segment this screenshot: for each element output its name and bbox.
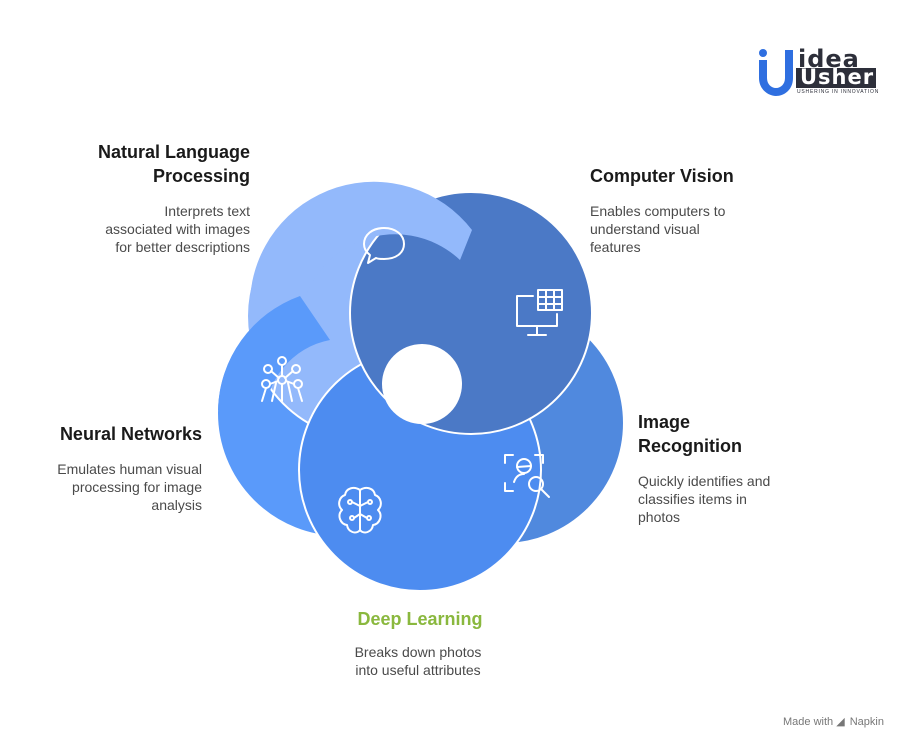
cv-title: Computer Vision: [590, 164, 810, 188]
nlp-desc-line: for better descriptions: [115, 239, 250, 255]
image-scan-icon: [504, 454, 550, 498]
ir-desc-line: Quickly identifies and: [638, 473, 771, 489]
brain-circuit-icon: [338, 486, 382, 534]
logo-word-usher: Usher: [800, 65, 875, 89]
cv-description: Enables computers to understand visual f…: [590, 202, 790, 256]
nn-title: Neural Networks: [0, 422, 202, 446]
cv-title-line1: Computer Vision: [590, 166, 734, 186]
nn-desc-line: processing for image: [72, 479, 202, 495]
ir-description: Quickly identifies and classifies items …: [638, 472, 838, 526]
nlp-title: Natural Language Processing: [40, 140, 250, 188]
dl-desc-line: Breaks down photos: [354, 644, 482, 660]
nlp-desc-line: Interprets text: [164, 203, 250, 219]
dl-title-line1: Deep Learning: [357, 609, 483, 629]
dl-desc-line: into useful attributes: [355, 662, 481, 678]
speech-bubble-icon: [363, 227, 405, 264]
logo-u-mark: [759, 49, 793, 96]
nlp-description: Interprets text associated with images f…: [40, 202, 250, 256]
nlp-desc-line: associated with images: [105, 221, 250, 237]
dl-description: Breaks down photos into useful attribute…: [318, 643, 518, 679]
idea-usher-logo: idea Usher USHERING IN INNOVATION: [756, 45, 880, 98]
nlp-title-line1: Natural Language: [97, 142, 250, 162]
cv-desc-line: understand visual: [590, 221, 700, 237]
nn-desc-line: analysis: [151, 497, 202, 513]
monitor-grid-icon: [516, 289, 563, 336]
cv-desc-line: Enables computers to: [590, 203, 726, 219]
nn-title-line1: Neural Networks: [59, 424, 202, 444]
ir-title-line1: Image: [638, 412, 691, 432]
ir-desc-line: photos: [638, 509, 681, 525]
napkin-logo-icon: ◢: [836, 716, 845, 728]
nlp-title-line2: Processing: [152, 166, 250, 186]
logo-usher-box: [796, 68, 876, 88]
nn-desc-line: Emulates human visual: [57, 461, 202, 477]
ir-desc-line: classifies items in: [638, 491, 747, 507]
ring-overlay-neural: [218, 296, 330, 420]
logo-tagline: USHERING IN INNOVATION: [797, 89, 880, 95]
made-with-footer: Made with ◢ Napkin: [783, 715, 884, 728]
network-nodes-icon: [261, 356, 303, 402]
ir-title: Image Recognition: [638, 410, 838, 458]
nn-description: Emulates human visual processing for ima…: [0, 460, 202, 514]
ring-overlay-nlp: [250, 181, 472, 330]
napkin-brand: Napkin: [849, 716, 884, 728]
made-with-label: Made with: [783, 716, 834, 728]
cv-desc-line: features: [590, 239, 641, 255]
center-hole: [382, 344, 462, 424]
dl-title: Deep Learning: [320, 607, 520, 631]
ir-title-line2: Recognition: [638, 436, 742, 456]
